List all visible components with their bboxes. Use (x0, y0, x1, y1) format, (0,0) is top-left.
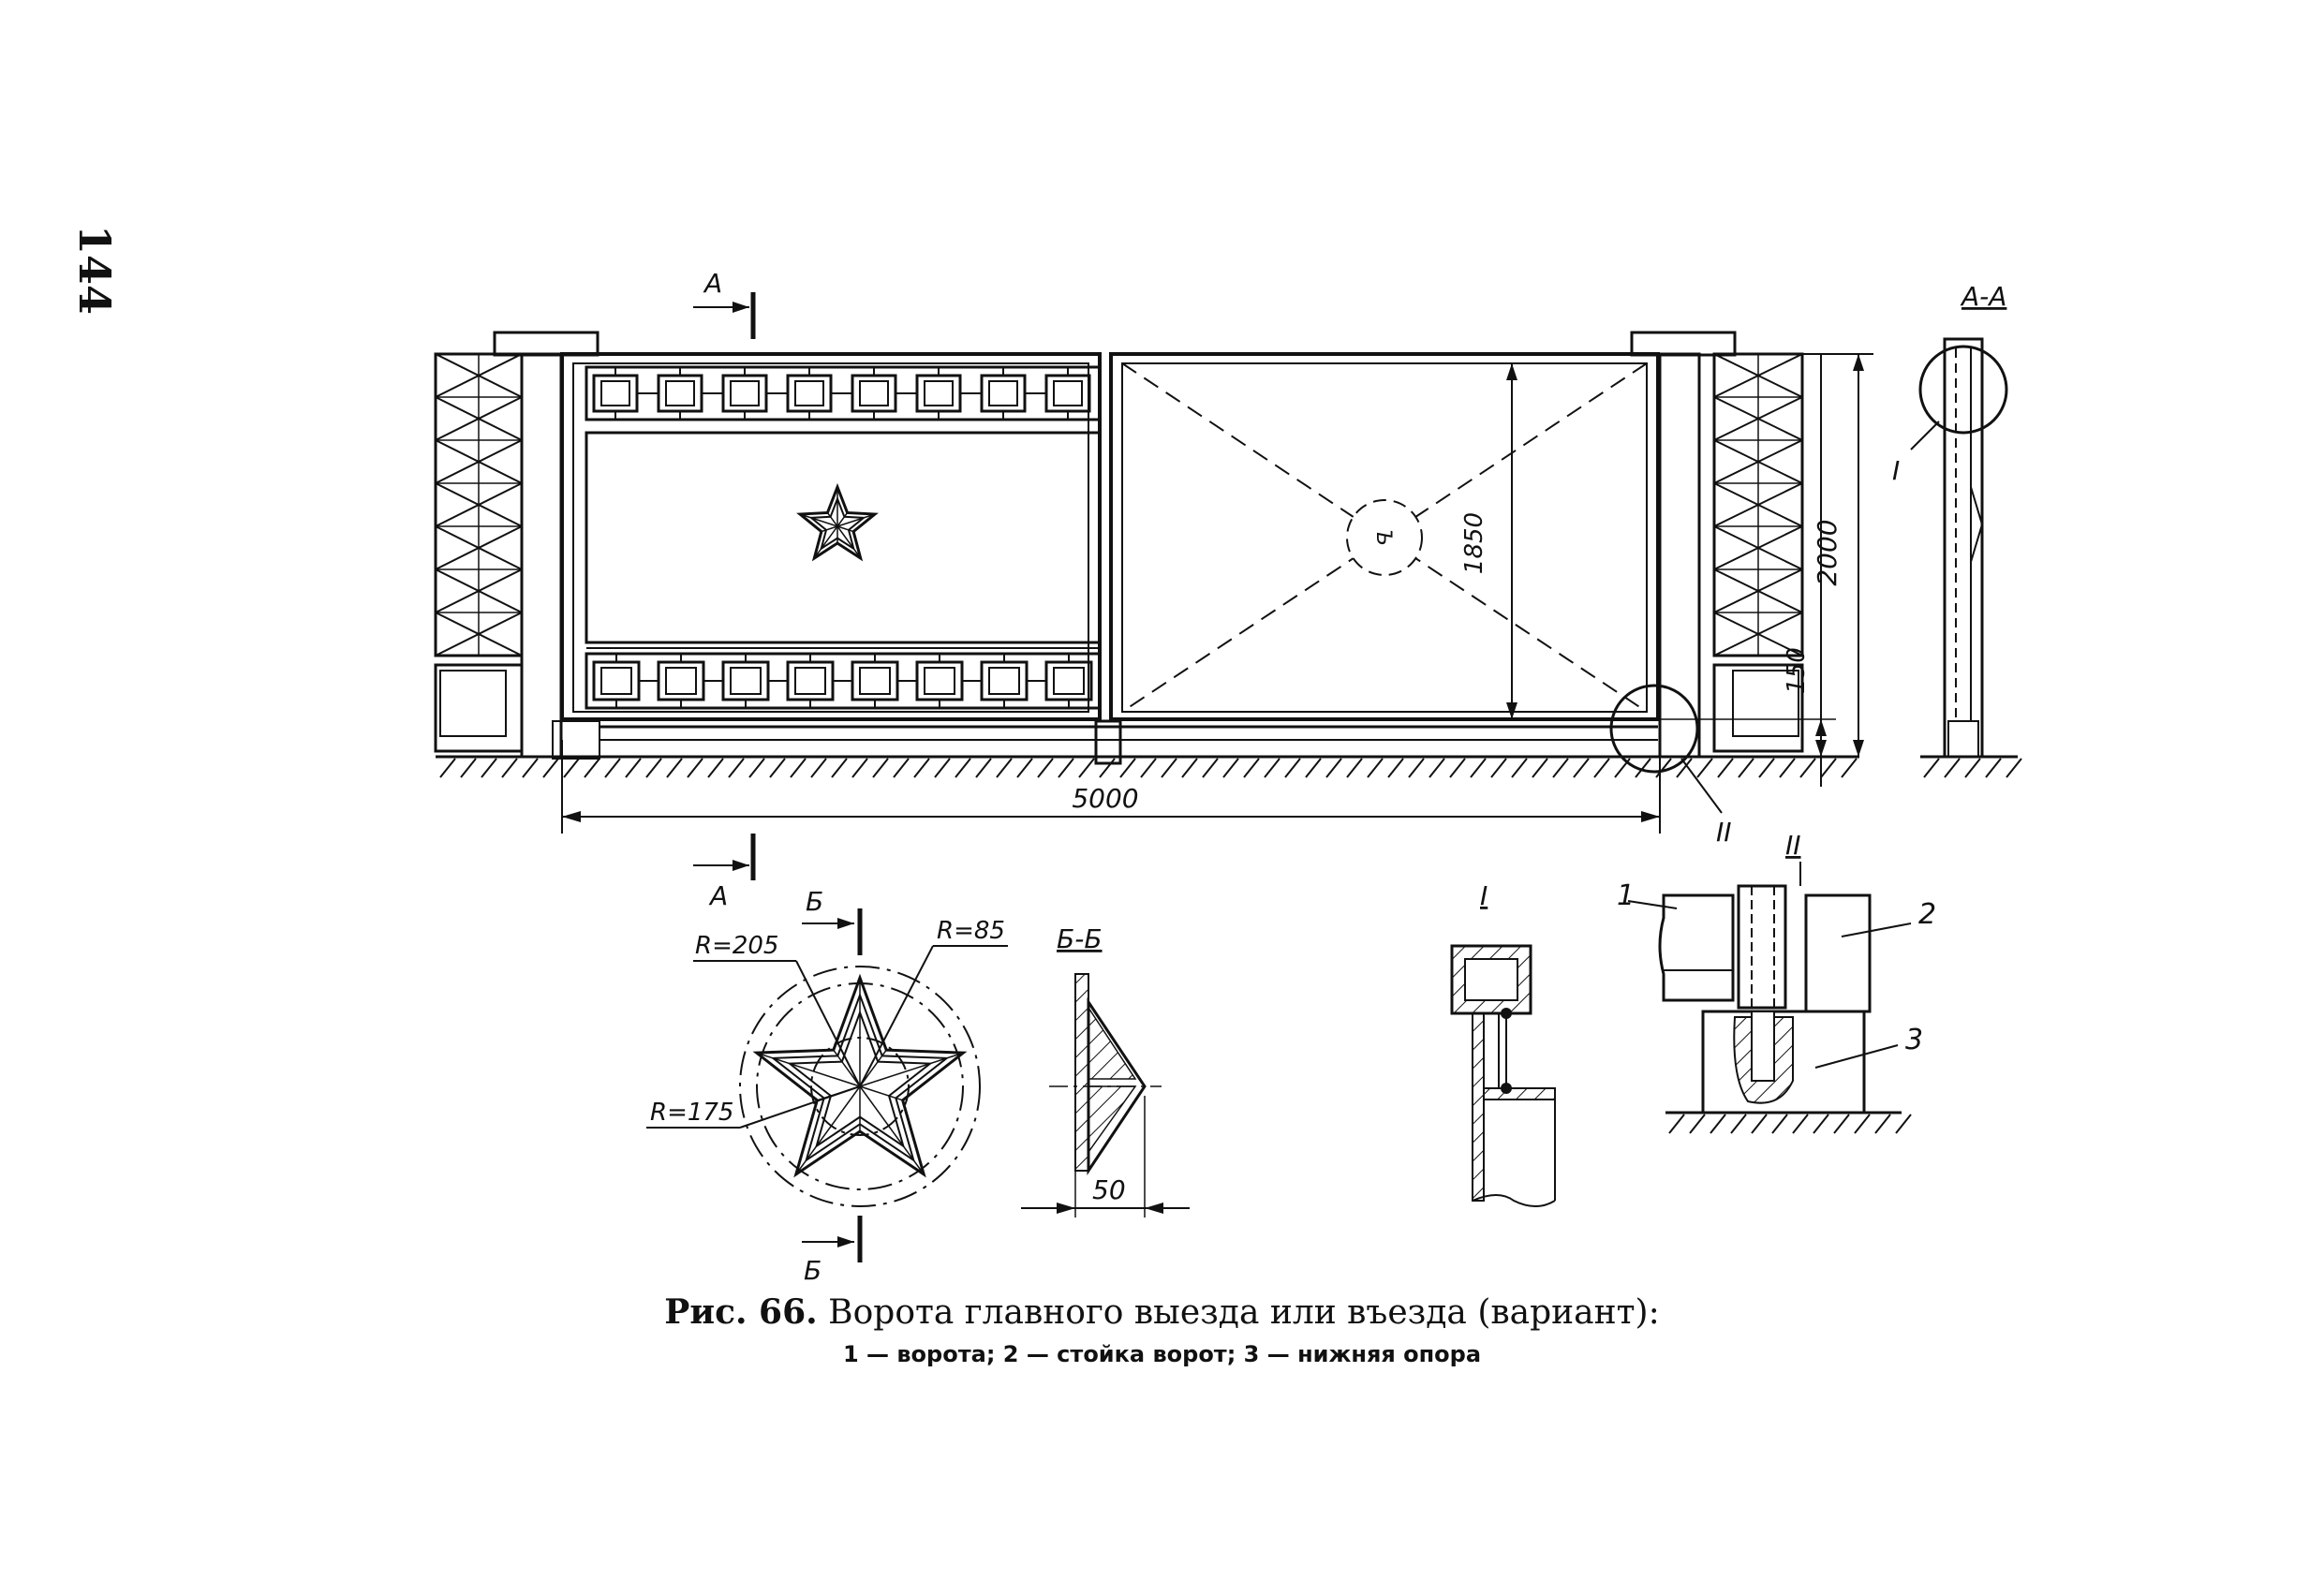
left-fence-lattice (434, 352, 524, 753)
center-stop (1094, 719, 1122, 765)
svg-text:Б: Б (806, 886, 823, 917)
svg-text:Ъ: Ъ (1371, 529, 1395, 546)
radius-outer-label: R=205 (695, 932, 778, 960)
main-elevation: Ъ II 1850 (434, 268, 1873, 911)
detail-2-title: II (1785, 830, 1801, 861)
detail-1-callout-label: I (1892, 455, 1900, 486)
figure-title: Ворота главного выезда или въезда (вариа… (828, 1293, 1660, 1332)
ground-line (436, 755, 1859, 778)
left-gate-leaf (560, 352, 1102, 721)
svg-text:Б: Б (804, 1255, 822, 1286)
section-mark-b-top: Б (802, 886, 863, 955)
detail-2-view: II 1 2 3 (1617, 830, 1936, 1134)
part-number-post: 2 (1918, 898, 1936, 931)
star-detail: R=205 R=85 R=175 Б Б (646, 886, 1008, 1286)
svg-text:А: А (708, 880, 728, 911)
svg-text:150: 150 (1783, 647, 1811, 694)
figure-caption: Рис. 66. Ворота главного выезда или въез… (0, 1292, 2324, 1332)
detail-2-callout-label: II (1716, 817, 1732, 848)
svg-text:А: А (703, 268, 722, 299)
dimension-150: 150 (1649, 354, 1836, 787)
section-mark-b-bottom: Б (802, 1216, 863, 1286)
right-fence-lattice (1712, 352, 1804, 753)
detail-2-callout-circle (1609, 684, 1699, 774)
radius-inner-label: R=85 (937, 917, 1005, 945)
radius-middle-label: R=175 (650, 1099, 733, 1127)
star-emblem (796, 482, 879, 562)
right-gate-leaf: Ъ (1109, 352, 1660, 721)
section-mark-a-top: А (693, 268, 756, 339)
section-aa-title: А-А (1960, 281, 2006, 312)
dimension-1850: 1850 (1460, 363, 1517, 719)
star-depth-label: 50 (1092, 1174, 1126, 1205)
svg-text:1850: 1850 (1460, 512, 1488, 574)
detail-1-view: I (1450, 880, 1556, 1207)
dimension-5000: 5000 (561, 740, 1661, 834)
section-bb-view: Б-Б 50 (1021, 923, 1190, 1218)
detail-1-title: I (1480, 880, 1488, 911)
svg-text:2000: 2000 (1812, 519, 1843, 585)
figure-legend: 1 — ворота; 2 — стойка ворот; 3 — нижняя… (842, 1341, 1482, 1367)
svg-text:5000: 5000 (1072, 783, 1138, 814)
part-number-gate: 1 (1617, 879, 1635, 912)
part-number-support: 3 (1905, 1024, 1923, 1056)
dimension-2000: 2000 (1789, 353, 1873, 757)
figure-number: Рис. 66. (664, 1292, 818, 1332)
section-aa-view: А-А I (1892, 281, 2022, 778)
section-bb-title: Б-Б (1057, 923, 1103, 954)
section-mark-a-bottom: А (693, 834, 756, 911)
